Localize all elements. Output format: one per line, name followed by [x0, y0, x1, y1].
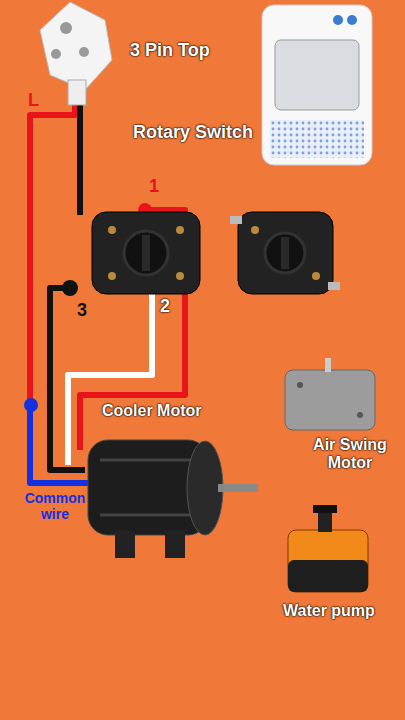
- callout-number: 1: [149, 176, 159, 197]
- cooler-motor: [88, 440, 258, 558]
- air-cooler: [347, 15, 357, 25]
- callout-number: 3: [77, 300, 87, 321]
- water-pump: [288, 505, 368, 592]
- rotary-switch-left: [124, 231, 168, 275]
- wires: [68, 288, 152, 465]
- rotary-switch-left: [142, 235, 150, 271]
- cooler-motor: [165, 530, 185, 558]
- rotary-switch-right: [238, 212, 333, 294]
- cooler-motor: [187, 441, 223, 535]
- part-name: Rotary Switch: [133, 122, 253, 143]
- cooler-motor: [218, 484, 258, 492]
- air-swing-motor: [297, 382, 303, 388]
- plug-top: [68, 80, 86, 105]
- plug-top: [40, 2, 112, 90]
- cooler-motor: [115, 530, 135, 558]
- air-cooler: [275, 40, 359, 110]
- air-swing-motor: [285, 358, 375, 430]
- rotary-switch-left: [108, 226, 116, 234]
- air-cooler: [333, 15, 343, 25]
- water-pump: [318, 510, 332, 532]
- part-name: Water pump: [283, 602, 375, 620]
- water-pump: [288, 560, 368, 592]
- rotary-switch-left: [176, 272, 184, 280]
- part-name: Cooler Motor: [102, 402, 202, 420]
- water-pump: [288, 530, 368, 592]
- rotary-switch-right: [251, 226, 259, 234]
- air-cooler: [262, 5, 372, 165]
- plug-top: [79, 47, 89, 57]
- air-swing-motor: [285, 370, 375, 430]
- line-marker: L: [28, 90, 39, 111]
- air-cooler: [262, 5, 372, 165]
- cooler-motor: [100, 514, 190, 517]
- wire-dots: [62, 280, 78, 296]
- cooler-motor: [100, 459, 190, 462]
- water-pump: [313, 505, 337, 513]
- part-name: 3 Pin Top: [130, 40, 210, 61]
- rotary-switch-right: [328, 282, 340, 290]
- plug-top: [60, 22, 72, 34]
- rotary-switch-right: [281, 237, 289, 269]
- rotary-switch-left: [92, 212, 200, 294]
- rotary-switch-right: [230, 216, 242, 224]
- rotary-switch-right: [230, 212, 340, 294]
- rotary-switch-left: [176, 226, 184, 234]
- part-name: Air Swing Motor: [300, 436, 400, 473]
- rotary-switch-left: [108, 272, 116, 280]
- rotary-switch-right: [265, 233, 305, 273]
- air-swing-motor: [325, 358, 331, 372]
- plug-top: [51, 49, 61, 59]
- air-swing-motor: [357, 412, 363, 418]
- callout-number: 2: [160, 296, 170, 317]
- rotary-switch-left: [92, 212, 200, 294]
- plug-top: [40, 2, 112, 105]
- wires: [77, 100, 83, 215]
- wire-label: Common wire: [20, 490, 90, 522]
- rotary-switch-right: [312, 272, 320, 280]
- wire-dots: [24, 398, 38, 412]
- air-cooler: [270, 120, 364, 158]
